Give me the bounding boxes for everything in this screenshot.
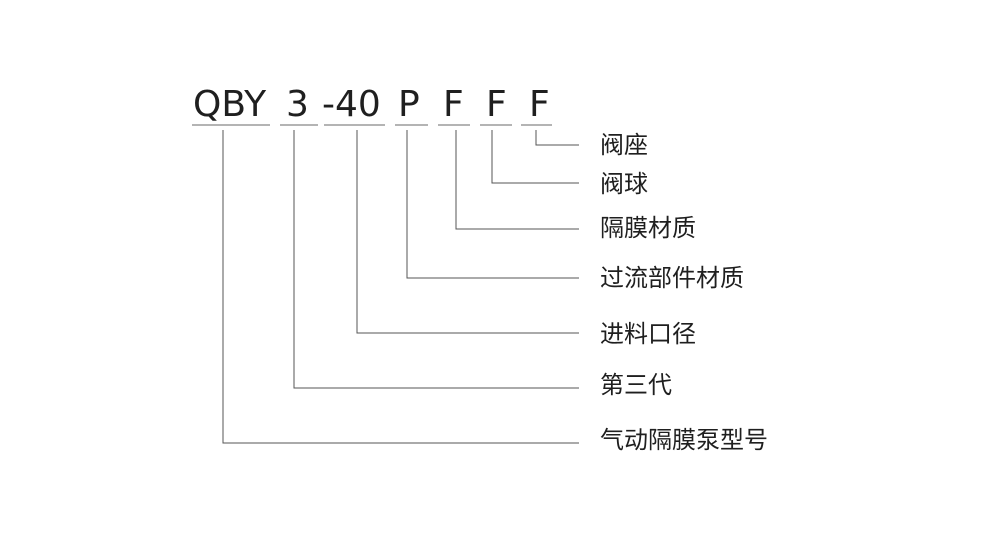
- code-seat-material: F: [529, 84, 550, 125]
- label-inlet: 进料口径: [600, 320, 696, 348]
- leader-seat: [535, 130, 579, 146]
- label-model: 气动隔膜泵型号: [600, 426, 768, 454]
- label-diaphragm: 隔膜材质: [600, 214, 696, 242]
- leader-ball: [491, 130, 579, 184]
- leader-lines: [222, 130, 579, 444]
- code-series: QBY: [193, 84, 267, 125]
- code-generation: 3: [286, 84, 309, 125]
- code-ball-material: F: [486, 84, 507, 125]
- code-diaphragm-material: F: [443, 84, 464, 125]
- description-labels: 阀座 阀球 隔膜材质 过流部件材质 进料口径 第三代 气动隔膜泵型号: [600, 131, 768, 454]
- label-ball: 阀球: [600, 170, 648, 198]
- leader-model: [222, 130, 579, 444]
- leader-diaphragm: [455, 130, 579, 230]
- code-inlet: -40: [322, 84, 381, 125]
- leader-wetted: [406, 130, 579, 279]
- leader-generation: [293, 130, 579, 389]
- code-wetted-material: P: [398, 84, 420, 125]
- label-seat: 阀座: [600, 131, 648, 159]
- model-code: QBY 3 -40 P F F F: [193, 84, 550, 125]
- leader-inlet: [356, 130, 579, 334]
- label-generation: 第三代: [600, 371, 672, 399]
- label-wetted: 过流部件材质: [600, 264, 744, 292]
